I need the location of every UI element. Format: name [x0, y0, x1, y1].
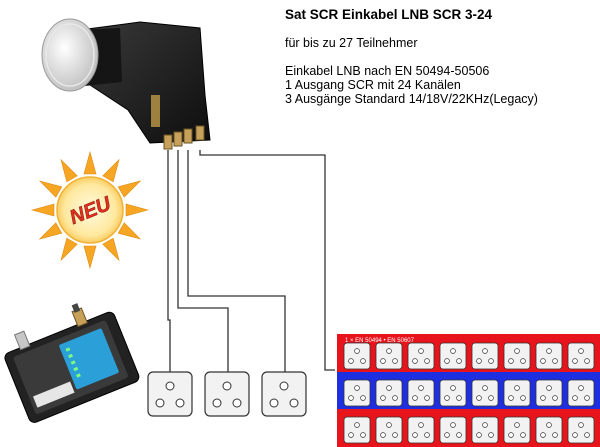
scr-socket: [343, 379, 371, 407]
scr-socket: [471, 416, 499, 444]
spec-line-3: 3 Ausgänge Standard 14/18V/22KHz(Legacy): [285, 92, 538, 106]
cable-scr-output: [199, 150, 335, 371]
meter-connector-left: [13, 330, 31, 351]
meter-cable-stub: [71, 303, 81, 313]
scr-socket: [535, 342, 563, 370]
legacy-socket-1: [147, 371, 193, 417]
scr-socket: [407, 379, 435, 407]
scr-socket: [567, 342, 595, 370]
scr-panel-strip-label: 1 × EN 50494 • EN 50607: [345, 338, 415, 344]
scr-socket-panel: 1 × EN 50494 • EN 50607: [337, 334, 600, 447]
scr-socket: [503, 379, 531, 407]
scr-socket: [439, 416, 467, 444]
legacy-socket-2: [204, 371, 250, 417]
scr-socket: [407, 342, 435, 370]
cable-lines: [167, 150, 335, 372]
scr-socket: [503, 416, 531, 444]
connector-f-3: [183, 128, 193, 144]
scr-socket: [535, 416, 563, 444]
spec-line-2: 1 Ausgang SCR mit 24 Kanälen: [285, 78, 461, 92]
scr-socket: [375, 379, 403, 407]
scr-socket: [471, 342, 499, 370]
scr-socket: [567, 379, 595, 407]
heading-text-block: Sat SCR Einkabel LNB SCR 3-24 für bis zu…: [285, 7, 538, 107]
scr-socket: [535, 379, 563, 407]
cable-legacy-1: [167, 150, 171, 372]
scr-socket: [375, 416, 403, 444]
legacy-sockets: [147, 371, 307, 417]
new-product-sun-badge: NEU: [30, 150, 150, 270]
scr-socket: [375, 342, 403, 370]
connector-f-2: [173, 131, 183, 147]
scr-socket: [503, 342, 531, 370]
meter-label: [32, 381, 75, 408]
scr-socket: [439, 342, 467, 370]
scr-socket: [407, 416, 435, 444]
cable-legacy-2: [177, 150, 229, 372]
connector-f-4: [195, 125, 205, 141]
signal-meter-device: [4, 303, 140, 423]
lnb-label-strip: [151, 95, 160, 127]
lnb-dish-rim: [45, 23, 95, 87]
lnb-dish-cap: [41, 18, 99, 92]
meter-screen: [59, 328, 119, 390]
diagram-subtitle: für bis zu 27 Teilnehmer: [285, 36, 418, 50]
sun-rays: [30, 150, 150, 270]
scr-socket-grid: [343, 342, 595, 444]
cable-legacy-3: [187, 150, 286, 372]
scr-socket: [343, 342, 371, 370]
scr-socket: [343, 416, 371, 444]
meter-led-bar: [65, 347, 81, 378]
legacy-socket-3: [261, 371, 307, 417]
lnb-connectors: [163, 125, 205, 150]
lnb-device: [41, 18, 211, 150]
diagram-title: Sat SCR Einkabel LNB SCR 3-24: [285, 7, 493, 22]
sun-disc: [56, 176, 124, 244]
scr-socket: [567, 416, 595, 444]
connector-f-1: [163, 134, 173, 150]
scr-socket: [439, 379, 467, 407]
spec-line-1: Einkabel LNB nach EN 50494-50506: [285, 64, 490, 78]
scr-socket: [471, 379, 499, 407]
